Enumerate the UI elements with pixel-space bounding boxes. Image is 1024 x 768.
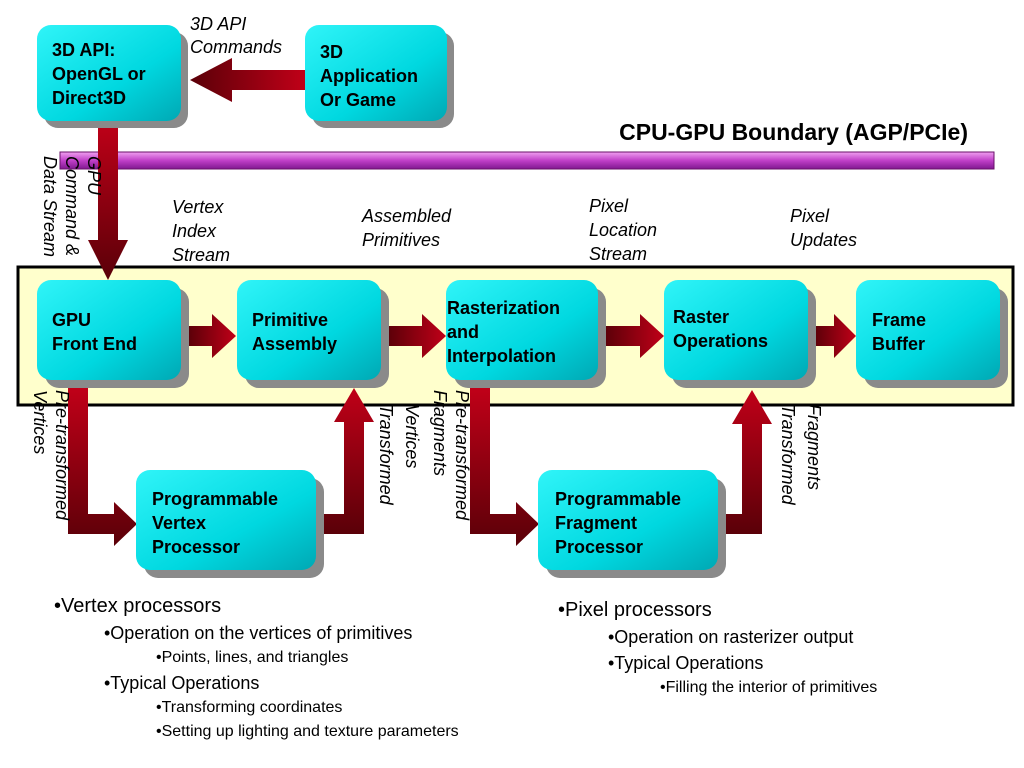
gpu-front-end-box: GPU Front End [37, 280, 189, 388]
label-pre-fragments-1: Pre-transformed [452, 390, 472, 521]
label-pre-vertices: Pre-transformed Vertices [30, 390, 72, 521]
api-box-line3: Direct3D [52, 88, 126, 108]
vertex-notes-sub1-item: •Points, lines, and triangles [156, 649, 349, 666]
pixel-processor-notes: •Pixel processors •Operation on rasteriz… [558, 596, 877, 700]
label-api-commands-1: 3D API [190, 14, 246, 34]
rasterization-line3: Interpolation [447, 346, 556, 366]
pixel-notes-sub1: •Operation on rasterizer output [608, 627, 854, 647]
rasterization-line2: and [447, 322, 479, 342]
gpu-front-end-line1: GPU [52, 310, 91, 330]
label-vertex-index-2: Index [172, 221, 217, 241]
label-transformed-fragments-2: Fragments [804, 404, 824, 490]
api-box-line2: OpenGL or [52, 64, 146, 84]
boundary-title: CPU-GPU Boundary (AGP/PCIe) [619, 119, 968, 145]
application-box: 3D Application Or Game [305, 25, 454, 128]
pixel-notes-sub2: •Typical Operations [608, 653, 764, 673]
api-box: 3D API: OpenGL or Direct3D [37, 25, 188, 128]
arrow-rasterization-to-raster-ops [604, 314, 664, 358]
arrow-assembly-to-rasterization [387, 314, 446, 358]
arrow-fragment-processor-to-raster-ops [722, 390, 772, 534]
primitive-assembly-line2: Assembly [252, 334, 337, 354]
label-pixel-updates-1: Pixel [790, 206, 830, 226]
vertex-notes-sub1: •Operation on the vertices of primitives [104, 623, 413, 643]
vertex-notes-sub2-item2: •Setting up lighting and texture paramet… [156, 723, 459, 740]
frame-buffer-line1: Frame [872, 310, 926, 330]
arrow-raster-ops-to-frame-buffer [814, 314, 856, 358]
arrow-front-end-to-assembly [188, 314, 236, 358]
label-pixel-location-3: Stream [589, 244, 647, 264]
label-pixel-location-1: Pixel [589, 196, 629, 216]
label-api-commands-2: Commands [190, 37, 282, 57]
label-pre-vertices-1: Pre-transformed [52, 390, 72, 521]
rasterization-line1: Rasterization [447, 298, 560, 318]
label-pre-fragments-2: Fragments [430, 390, 450, 476]
frame-buffer-line2: Buffer [872, 334, 925, 354]
api-box-line1: 3D API: [52, 40, 115, 60]
label-transformed-fragments-1: Transformed [778, 404, 798, 506]
label-vertex-index-3: Stream [172, 245, 230, 265]
raster-operations-line2: Operations [673, 331, 768, 351]
arrow-rasterization-to-fragment-processor [470, 388, 539, 546]
label-assembled-1: Assembled [361, 206, 452, 226]
vertex-processor-notes: •Vertex processors •Operation on the ver… [54, 592, 459, 744]
label-transformed-fragments: Transformed Fragments [778, 404, 824, 506]
label-pixel-location-2: Location [589, 220, 657, 240]
vertex-processor-box: Programmable Vertex Processor [136, 470, 324, 578]
arrow-api-to-front-end [88, 120, 128, 280]
rasterization-box: Rasterization and Interpolation [446, 280, 606, 388]
label-command-stream: GPU Command & Data Stream [40, 156, 104, 257]
primitive-assembly-line1: Primitive [252, 310, 328, 330]
label-command-stream-3: Data Stream [40, 156, 60, 257]
label-transformed-vertices-2: Vertices [402, 404, 422, 468]
cpu-gpu-boundary-bar [59, 151, 995, 170]
fragment-processor-box: Programmable Fragment Processor [538, 470, 726, 578]
frame-buffer-box: Frame Buffer [856, 280, 1008, 388]
label-pre-fragments: Pre-transformed Fragments [430, 390, 472, 521]
label-transformed-vertices-1: Transformed [376, 404, 396, 506]
vertex-notes-sub2: •Typical Operations [104, 673, 260, 693]
fragment-processor-line3: Processor [555, 537, 643, 557]
label-command-stream-2: Command & [62, 156, 82, 256]
pixel-notes-sub2-item: •Filling the interior of primitives [660, 679, 878, 696]
label-pixel-updates-2: Updates [790, 230, 857, 250]
raster-operations-box: Raster Operations [664, 280, 816, 388]
label-transformed-vertices: Transformed Vertices [376, 404, 422, 506]
vertex-processor-line1: Programmable [152, 489, 278, 509]
pixel-notes-title: •Pixel processors [558, 599, 712, 621]
primitive-assembly-box: Primitive Assembly [237, 280, 389, 388]
fragment-processor-line2: Fragment [555, 513, 637, 533]
label-pre-vertices-2: Vertices [30, 390, 50, 454]
application-box-line3: Or Game [320, 90, 396, 110]
vertex-processor-line2: Vertex [152, 513, 206, 533]
label-assembled-2: Primitives [362, 230, 440, 250]
application-box-line1: 3D [320, 42, 343, 62]
arrow-vertex-processor-to-assembly [320, 388, 374, 534]
label-vertex-index-1: Vertex [172, 197, 224, 217]
vertex-processor-line3: Processor [152, 537, 240, 557]
application-box-line2: Application [320, 66, 418, 86]
gpu-front-end-line2: Front End [52, 334, 137, 354]
arrow-front-end-to-vertex-processor [68, 388, 137, 546]
vertex-notes-title: •Vertex processors [54, 595, 222, 617]
vertex-notes-sub2-item1: •Transforming coordinates [156, 699, 343, 716]
label-command-stream-1: GPU [84, 156, 104, 196]
fragment-processor-line1: Programmable [555, 489, 681, 509]
raster-operations-line1: Raster [673, 307, 729, 327]
arrow-app-to-api [190, 58, 305, 102]
